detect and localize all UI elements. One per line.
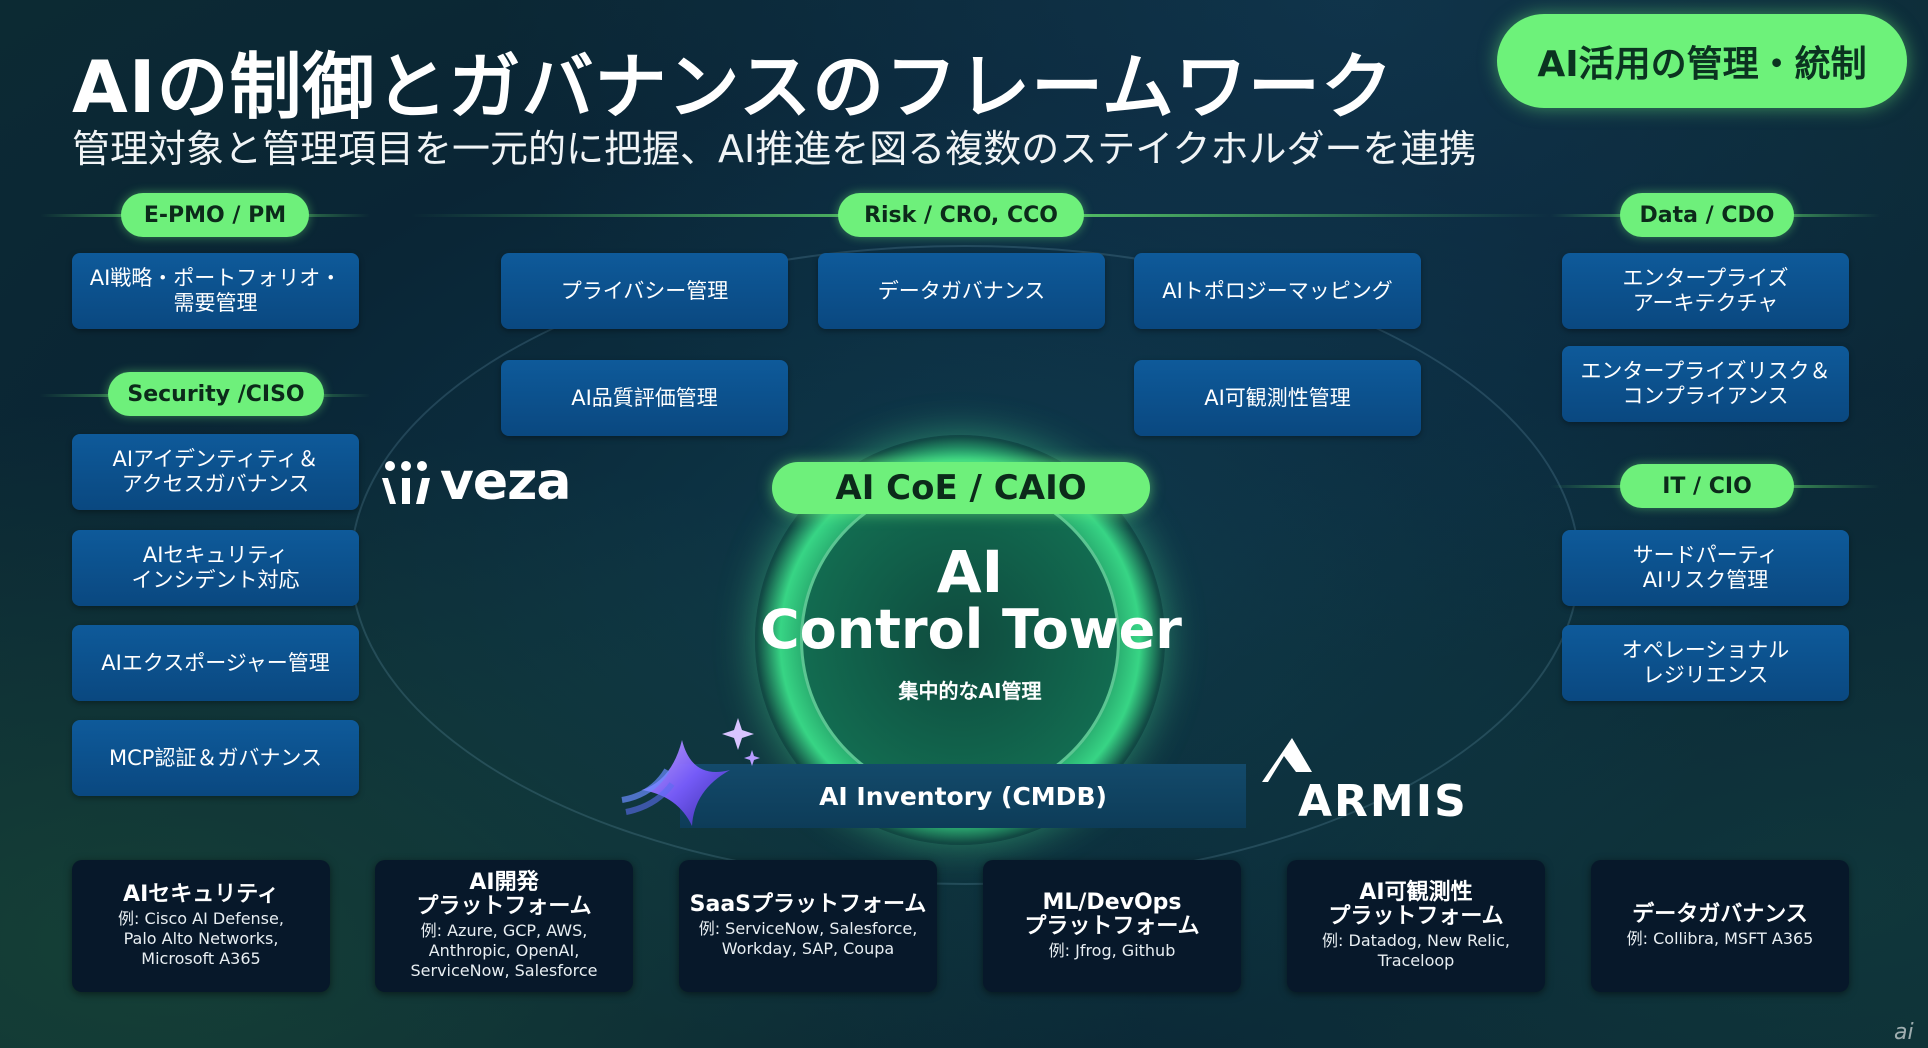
platform-title: AI開発 プラットフォーム [416,870,592,919]
security-box-incident: AIセキュリティ インシデント対応 [72,530,359,606]
risk-box-observability: AI可観測性管理 [1134,360,1421,436]
platform-title: SaaSプラットフォーム [689,892,927,917]
sparkle-star-icon [621,718,760,826]
ai-inventory-bar: AI Inventory (CMDB) [680,764,1246,828]
platform-detail: 例: Datadog, New Relic, Traceloop [1322,931,1510,970]
security-box-exposure: AIエクスポージャー管理 [72,625,359,701]
tower-control-tower-label: Control Tower [760,598,1182,661]
data-pill: Data / CDO [1620,193,1794,237]
platform-title: AIセキュリティ [123,882,279,907]
platform-data-governance: データガバナンス 例: Collibra, MSFT A365 [1591,860,1849,992]
risk-pill: Risk / CRO, CCO [838,193,1084,237]
coe-pill: AI CoE / CAIO [772,462,1150,514]
platform-ai-security: AIセキュリティ 例: Cisco AI Defense, Palo Alto … [72,860,330,992]
veza-wordmark: veza [440,452,572,512]
platform-detail: 例: Jfrog, Github [1048,941,1176,960]
platform-title: ML/DevOps プラットフォーム [1024,890,1200,939]
it-pill: IT / CIO [1620,464,1794,508]
platform-ai-observability: AI可観測性 プラットフォーム 例: Datadog, New Relic, T… [1287,860,1545,992]
armis-mark-icon [1262,738,1312,782]
platform-ml-devops: ML/DevOps プラットフォーム 例: Jfrog, Github [983,860,1241,992]
risk-box-privacy: プライバシー管理 [501,253,788,329]
tower-ai-label: AI [936,538,1004,606]
platform-detail: 例: Cisco AI Defense, Palo Alto Networks,… [118,909,284,968]
page-subtitle: 管理対象と管理項目を一元的に把握、AI推進を図る複数のステイクホルダーを連携 [72,127,1477,171]
risk-box-quality: AI品質評価管理 [501,360,788,436]
top-badge: AI活用の管理・統制 [1497,14,1907,108]
data-box-risk-compliance: エンタープライズリスク＆ コンプライアンス [1562,346,1849,422]
veza-logo: veza [378,452,572,512]
it-box-third-party: サードパーティ AIリスク管理 [1562,530,1849,606]
data-box-architecture: エンタープライズ アーキテクチャ [1562,253,1849,329]
control-tower-core [800,480,1120,800]
security-box-mcp: MCP認証＆ガバナンス [72,720,359,796]
platform-detail: 例: Azure, GCP, AWS, Anthropic, OpenAI, S… [410,921,598,980]
epmo-pill: E-PMO / PM [121,193,309,237]
epmo-box-strategy: AI戦略・ポートフォリオ・ 需要管理 [72,253,359,329]
platform-saas: SaaSプラットフォーム 例: ServiceNow, Salesforce, … [679,860,937,992]
platform-detail: 例: ServiceNow, Salesforce, Workday, SAP,… [698,919,918,958]
page-title: AIの制御とガバナンスのフレームワーク [72,45,1394,129]
risk-box-data-governance: データガバナンス [818,253,1105,329]
security-box-identity: AIアイデンティティ＆ アクセスガバナンス [72,434,359,510]
risk-box-topology: AIトポロジーマッピング [1134,253,1421,329]
veza-mark-icon [382,461,430,504]
security-pill: Security /CISO [108,372,324,416]
tower-subtitle: 集中的なAI管理 [898,679,1042,703]
it-box-resilience: オペレーショナル レジリエンス [1562,625,1849,701]
armis-wordmark: ARMIS [1298,776,1468,827]
platform-title: データガバナンス [1632,902,1808,927]
platform-ai-dev: AI開発 プラットフォーム 例: Azure, GCP, AWS, Anthro… [375,860,633,992]
platform-title: AI可観測性 プラットフォーム [1328,880,1504,929]
watermark: ai [1894,1020,1914,1045]
platform-detail: 例: Collibra, MSFT A365 [1626,929,1814,948]
